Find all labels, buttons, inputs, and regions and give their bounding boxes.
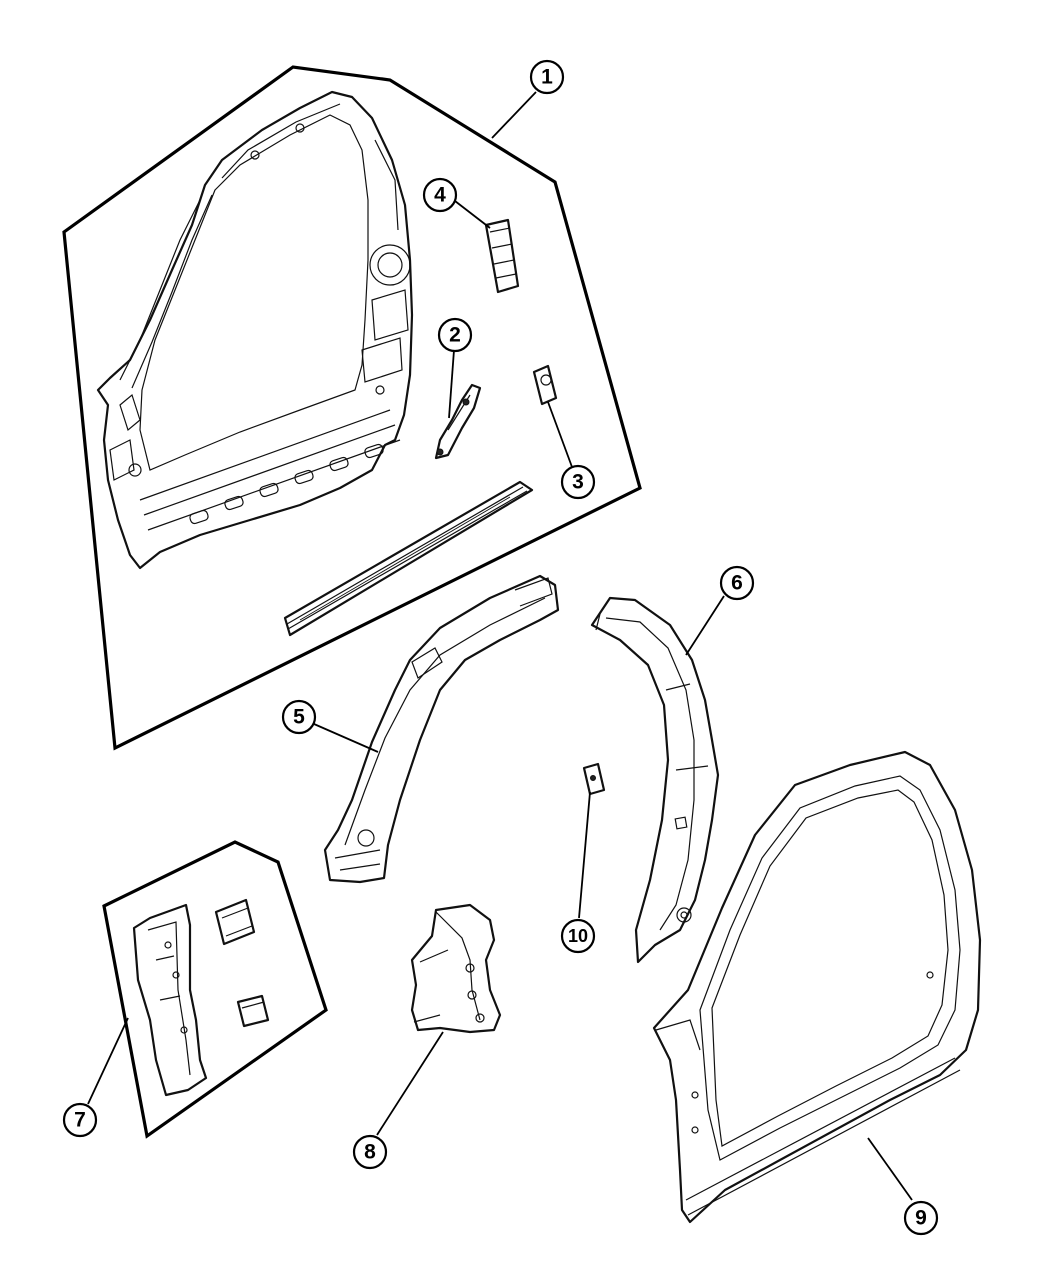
item-1-group-outline <box>62 65 642 751</box>
leader-lines <box>87 91 913 1201</box>
part-7-upper-hinge-plate <box>214 898 256 946</box>
part-1-sill-reinforcement <box>283 480 534 637</box>
part-10-small-plate <box>582 762 606 796</box>
callout-8-label: 8 <box>364 1141 376 1164</box>
leader-5 <box>313 723 379 753</box>
leader-4 <box>454 200 491 229</box>
callout-4: 4 <box>422 177 458 213</box>
callout-1: 1 <box>529 59 565 95</box>
callout-10: 10 <box>560 918 596 954</box>
leader-1 <box>491 91 537 139</box>
part-4-reinforcement-plate <box>484 218 520 294</box>
item-7-group-outline <box>102 840 328 1139</box>
callout-9-label: 9 <box>915 1207 927 1230</box>
callout-3: 3 <box>560 464 596 500</box>
leader-10 <box>578 791 591 919</box>
part-3-clip <box>532 364 558 406</box>
callout-3-label: 3 <box>572 471 584 494</box>
leader-8 <box>376 1031 444 1136</box>
callout-6: 6 <box>719 565 755 601</box>
part-6-b-pillar-reinforcement <box>590 596 720 964</box>
leader-2 <box>448 349 455 419</box>
part-5-a-pillar-reinforcement <box>323 574 560 884</box>
leader-9 <box>867 1137 913 1201</box>
callout-5: 5 <box>281 699 317 735</box>
leader-6 <box>685 595 725 656</box>
part-7-hinge-pillar-reinforcement <box>132 903 208 1097</box>
part-7-lower-hinge-plate <box>236 994 270 1028</box>
part-9-body-side-aperture-outer <box>652 750 982 1224</box>
callout-9: 9 <box>903 1200 939 1236</box>
callout-2-label: 2 <box>449 324 461 347</box>
callout-4-label: 4 <box>434 184 446 207</box>
callout-5-label: 5 <box>293 706 305 729</box>
leader-7 <box>87 1017 129 1105</box>
callout-7: 7 <box>62 1102 98 1138</box>
callout-10-label: 10 <box>568 926 588 946</box>
callout-7-label: 7 <box>74 1109 86 1132</box>
callout-2: 2 <box>437 317 473 353</box>
callout-6-label: 6 <box>731 572 743 595</box>
part-2-bracket <box>434 383 482 460</box>
callout-8: 8 <box>352 1134 388 1170</box>
part-1-body-side-aperture-inner <box>96 90 414 570</box>
leader-3 <box>547 401 573 468</box>
part-8-pillar-extension <box>410 903 502 1034</box>
callout-1-label: 1 <box>541 66 553 89</box>
